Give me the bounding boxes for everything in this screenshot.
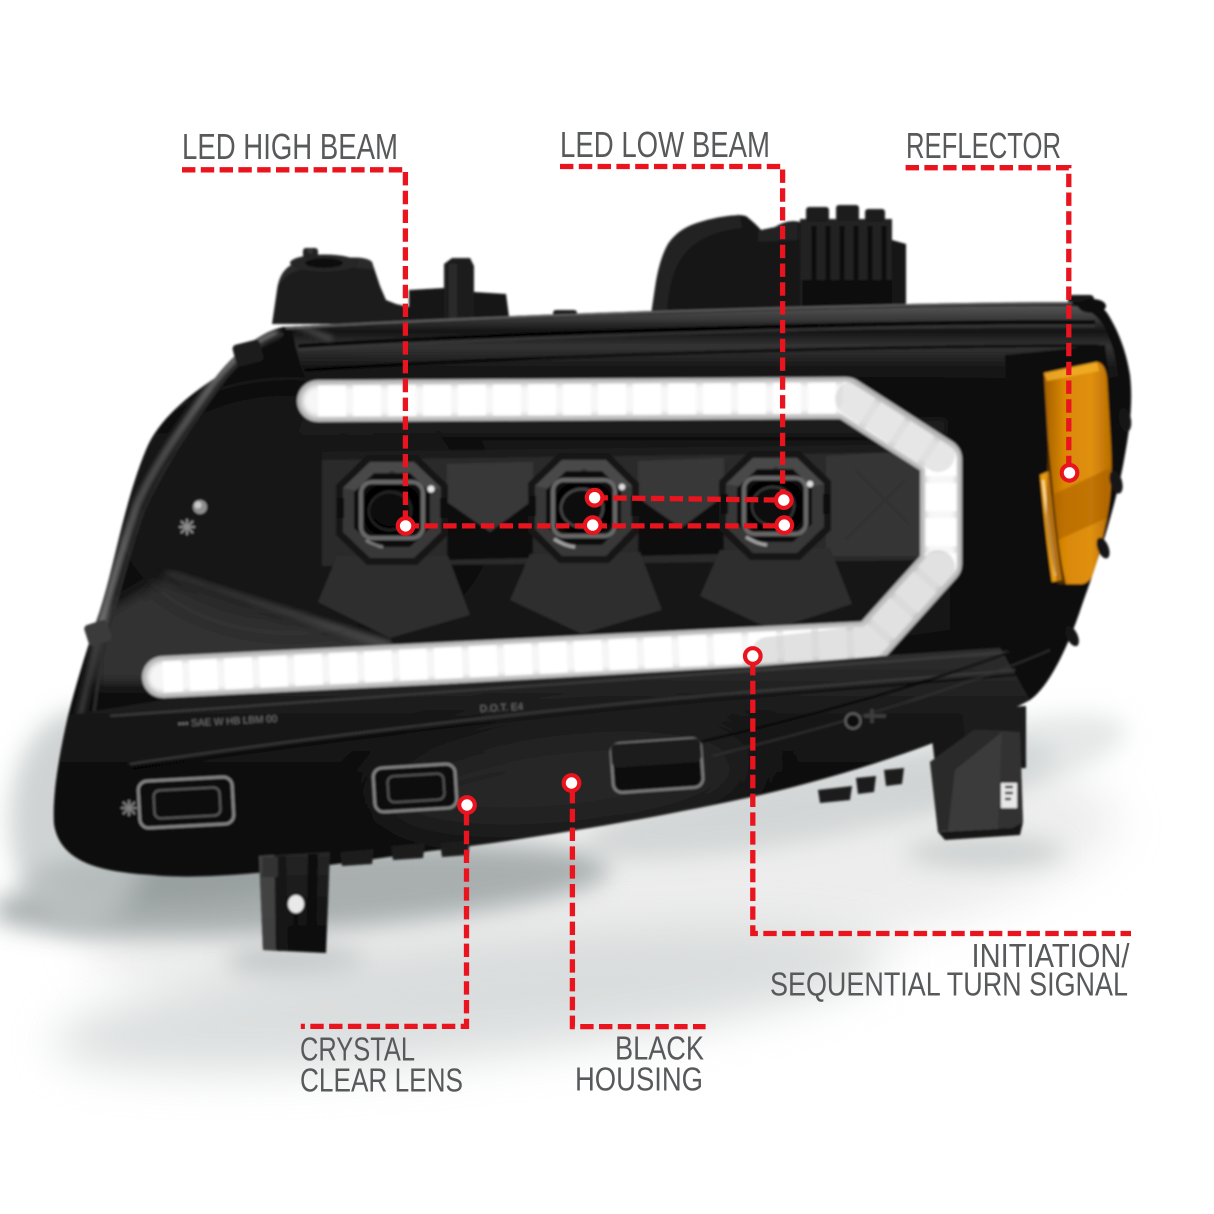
svg-text:CRYSTAL: CRYSTAL [300,1032,415,1069]
svg-text:INITIATION/: INITIATION/ [972,937,1131,974]
svg-text:D.O.T. E4: D.O.T. E4 [480,702,524,715]
svg-text:REFLECTOR: REFLECTOR [906,125,1061,166]
svg-text:BLACK: BLACK [615,1031,704,1068]
svg-text:▪▪▪ SAE W HB LBM 00: ▪▪▪ SAE W HB LBM 00 [178,714,278,730]
svg-text:SEQUENTIAL TURN SIGNAL: SEQUENTIAL TURN SIGNAL [770,966,1128,1003]
svg-text:LED HIGH BEAM: LED HIGH BEAM [182,126,398,167]
svg-text:HOUSING: HOUSING [575,1062,703,1099]
svg-text:LED LOW BEAM: LED LOW BEAM [560,124,770,165]
svg-text:CLEAR LENS: CLEAR LENS [300,1063,463,1100]
